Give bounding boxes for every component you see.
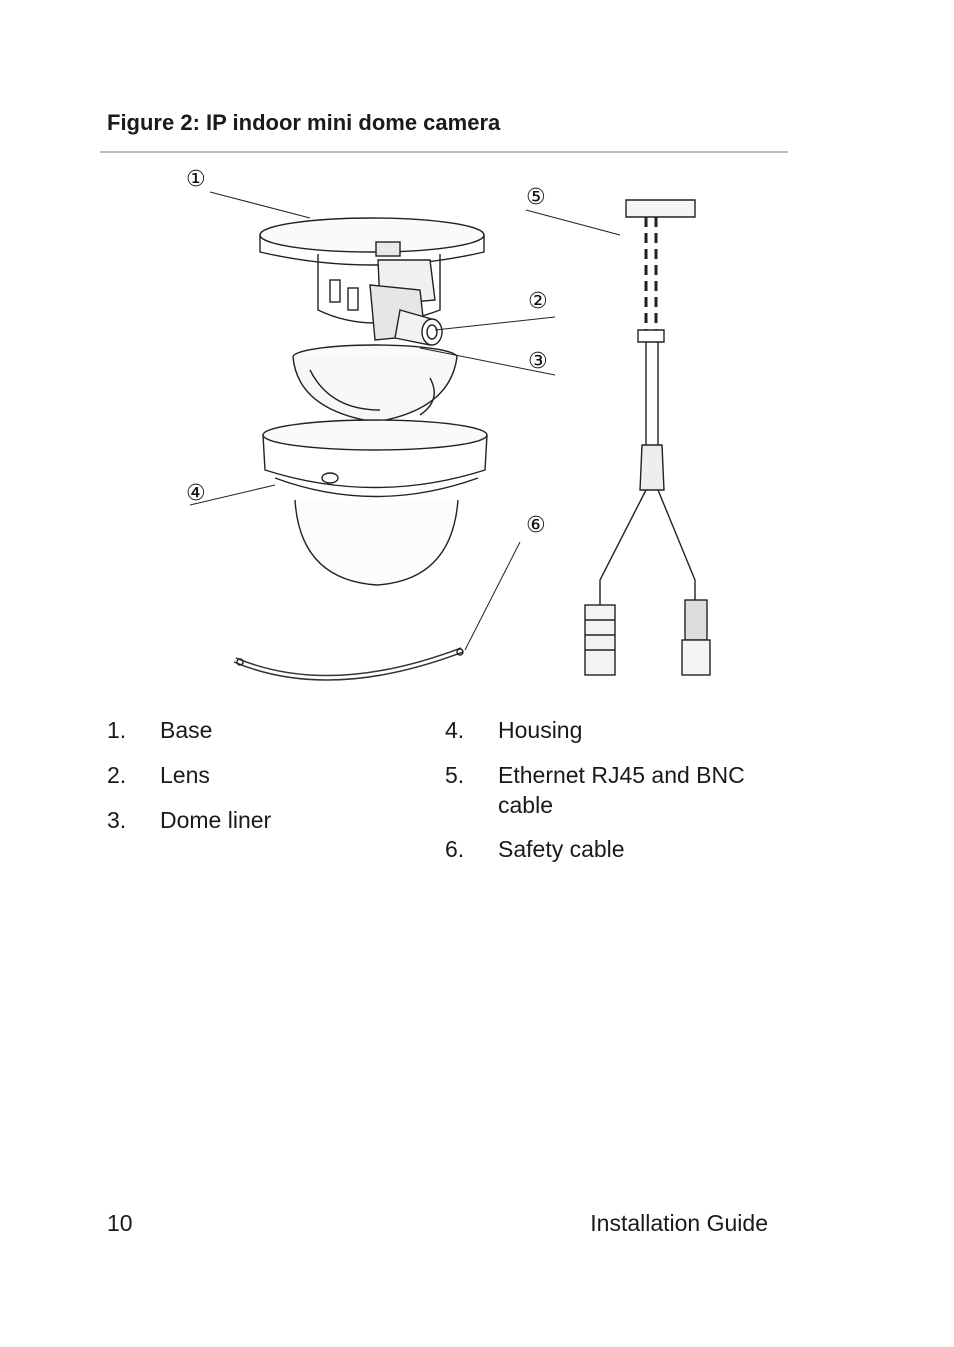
callout-2-label: ② bbox=[528, 289, 548, 314]
page-number: 10 bbox=[107, 1210, 133, 1236]
dome-liner-drawing bbox=[292, 344, 458, 423]
lens-drawing bbox=[394, 309, 443, 346]
callout-5-label: ⑤ bbox=[526, 185, 546, 210]
title-divider bbox=[100, 151, 788, 153]
callout-3-label: ③ bbox=[528, 349, 548, 374]
callout-leaders bbox=[189, 191, 621, 651]
document-title: Installation Guide bbox=[590, 1210, 768, 1236]
figure-title: Figure 2: IP indoor mini dome camera bbox=[107, 110, 501, 135]
callout-4-label: ④ bbox=[186, 481, 206, 506]
base-drawing bbox=[259, 217, 485, 341]
camera-exploded-diagram: ① ② ③ ④ ⑤ ⑥ bbox=[180, 160, 720, 690]
callout-1-label: ① bbox=[186, 167, 206, 192]
safety-cable-drawing bbox=[233, 647, 464, 681]
housing-drawing bbox=[262, 419, 488, 586]
callout-6-label: ⑥ bbox=[526, 513, 546, 538]
network-cable-drawing bbox=[584, 199, 711, 676]
